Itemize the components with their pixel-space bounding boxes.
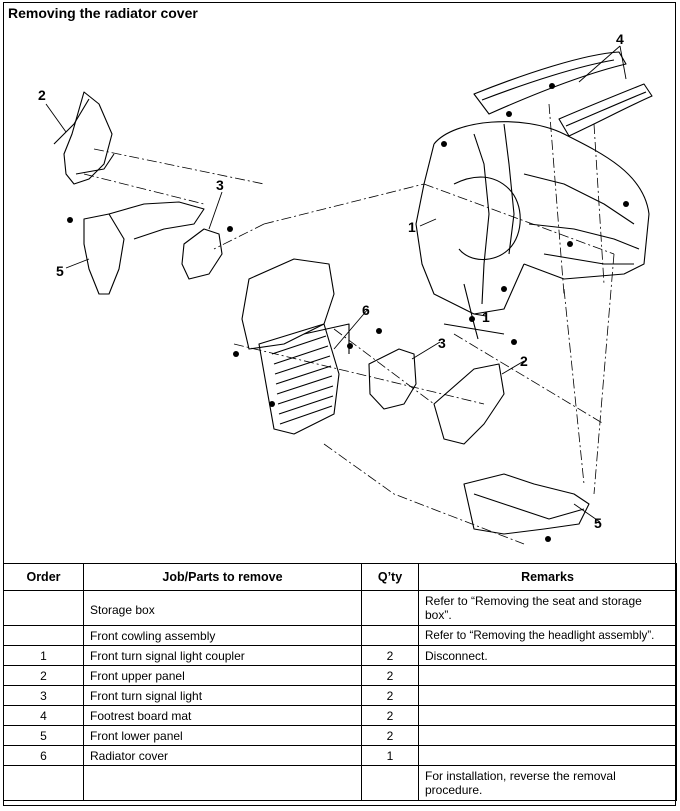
row-remarks: For installation, reverse the removal pr… — [418, 765, 677, 801]
row-order — [3, 590, 84, 626]
header-order: Order — [3, 563, 84, 591]
row-qty — [361, 625, 419, 646]
header-qty: Q’ty — [361, 563, 419, 591]
page-frame — [3, 2, 676, 806]
row-job: Front turn signal light coupler — [83, 645, 362, 666]
table-row: Storage box Refer to “Removing the seat … — [3, 590, 677, 626]
row-remarks — [418, 665, 677, 686]
row-remarks: Refer to “Removing the headlight assembl… — [418, 625, 677, 646]
callout-3-left: 3 — [216, 177, 224, 193]
row-order: 2 — [3, 665, 84, 686]
row-order: 3 — [3, 685, 84, 706]
table-row: Front cowling assembly Refer to “Removin… — [3, 625, 677, 646]
row-remarks: Disconnect. — [418, 645, 677, 666]
callout-2-right: 2 — [520, 353, 528, 369]
row-qty: 2 — [361, 685, 419, 706]
table-row: 4 Footrest board mat 2 — [3, 705, 677, 726]
parts-table: Order Job/Parts to remove Q’ty Remarks S… — [3, 563, 677, 801]
callout-2-upper-left: 2 — [38, 87, 46, 103]
callout-1-upper: 1 — [408, 219, 416, 235]
row-job: Footrest board mat — [83, 705, 362, 726]
table-row: 3 Front turn signal light 2 — [3, 685, 677, 706]
callout-6: 6 — [362, 302, 370, 318]
row-qty: 2 — [361, 645, 419, 666]
row-job: Front upper panel — [83, 665, 362, 686]
row-remarks — [418, 705, 677, 726]
row-qty: 2 — [361, 725, 419, 746]
callout-5-left: 5 — [56, 263, 64, 279]
row-job: Storage box — [83, 590, 362, 626]
row-order: 6 — [3, 745, 84, 766]
callout-3-right: 3 — [438, 335, 446, 351]
table-row: 6 Radiator cover 1 — [3, 745, 677, 766]
callout-5-bottom: 5 — [594, 515, 602, 531]
row-remarks: Refer to “Removing the seat and storage … — [418, 590, 677, 626]
table-row: 5 Front lower panel 2 — [3, 725, 677, 746]
exploded-view-diagram: 2 3 4 5 1 1 6 3 2 5 — [38, 31, 653, 545]
table-header-row: Order Job/Parts to remove Q’ty Remarks — [3, 563, 677, 591]
callout-1-lower: 1 — [482, 309, 490, 325]
table-row: 1 Front turn signal light coupler 2 Disc… — [3, 645, 677, 666]
table-row: For installation, reverse the removal pr… — [3, 765, 677, 801]
row-remarks — [418, 685, 677, 706]
row-remarks — [418, 725, 677, 746]
row-job: Front cowling assembly — [83, 625, 362, 646]
row-order: 1 — [3, 645, 84, 666]
row-qty — [361, 590, 419, 626]
section-title: Removing the radiator cover — [8, 5, 198, 21]
row-qty: 2 — [361, 665, 419, 686]
row-job: Radiator cover — [83, 745, 362, 766]
row-job: Front lower panel — [83, 725, 362, 746]
row-order — [3, 765, 84, 801]
row-order — [3, 625, 84, 646]
row-job — [83, 765, 362, 801]
header-remarks: Remarks — [418, 563, 677, 591]
header-job: Job/Parts to remove — [83, 563, 362, 591]
callout-4: 4 — [616, 31, 624, 47]
row-order: 5 — [3, 725, 84, 746]
table-row: 2 Front upper panel 2 — [3, 665, 677, 686]
row-qty: 2 — [361, 705, 419, 726]
row-qty — [361, 765, 419, 801]
row-order: 4 — [3, 705, 84, 726]
row-remarks — [418, 745, 677, 766]
row-job: Front turn signal light — [83, 685, 362, 706]
row-qty: 1 — [361, 745, 419, 766]
